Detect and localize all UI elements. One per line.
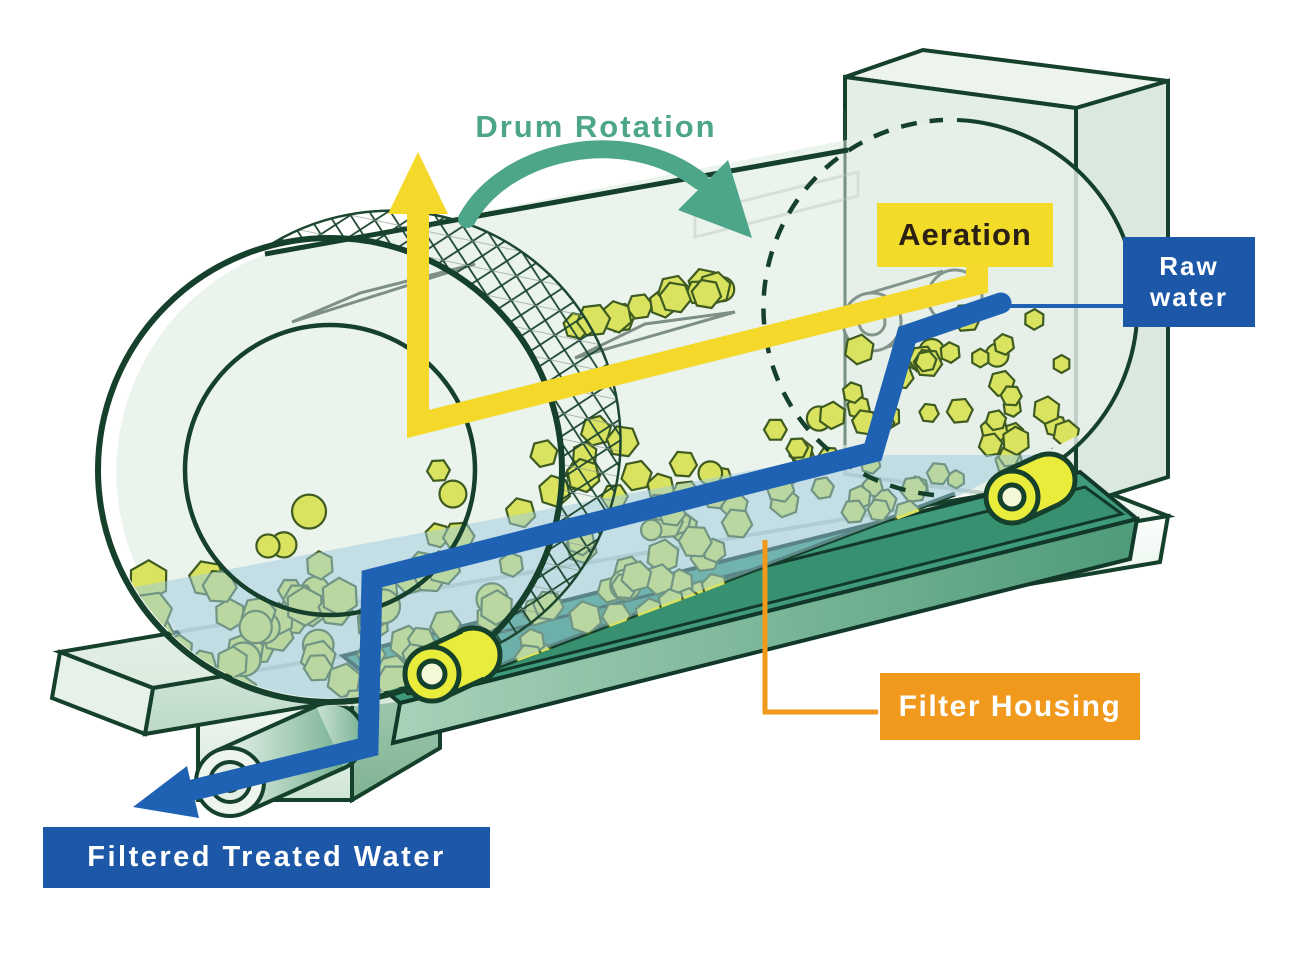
water-pipe xyxy=(133,292,1123,818)
treated-water-arrow-icon xyxy=(133,766,199,818)
drum-rotation-label: Drum Rotation xyxy=(426,106,766,148)
drum-rotation-arrow xyxy=(458,140,752,238)
drum-front-rim-inner xyxy=(182,322,478,618)
aeration-pipe xyxy=(388,152,988,439)
filter-housing-text: Filter Housing xyxy=(898,689,1122,723)
right-roller xyxy=(983,451,1078,526)
aeration-text: Aeration xyxy=(898,217,1032,252)
filtered-treated-water-text: Filtered Treated Water xyxy=(87,841,446,873)
rear-rim-dashed xyxy=(761,117,944,498)
filter-housing-label: Filter Housing xyxy=(880,673,1140,740)
raw-water-text-line2: water xyxy=(1150,282,1228,312)
aeration-label: Aeration xyxy=(877,203,1053,267)
filtered-treated-water-label: Filtered Treated Water xyxy=(43,827,490,888)
filter-housing-connector xyxy=(762,540,878,715)
drum-front-rim-outer xyxy=(95,235,565,705)
raw-water-text-line1: Raw xyxy=(1159,250,1219,281)
drum-rotation-text: Drum Rotation xyxy=(475,109,717,144)
rotation-arrowhead-icon xyxy=(678,160,752,238)
raw-water-label: Raw water xyxy=(1123,237,1255,327)
left-roller xyxy=(402,625,503,704)
aeration-arrow-icon xyxy=(388,152,448,214)
